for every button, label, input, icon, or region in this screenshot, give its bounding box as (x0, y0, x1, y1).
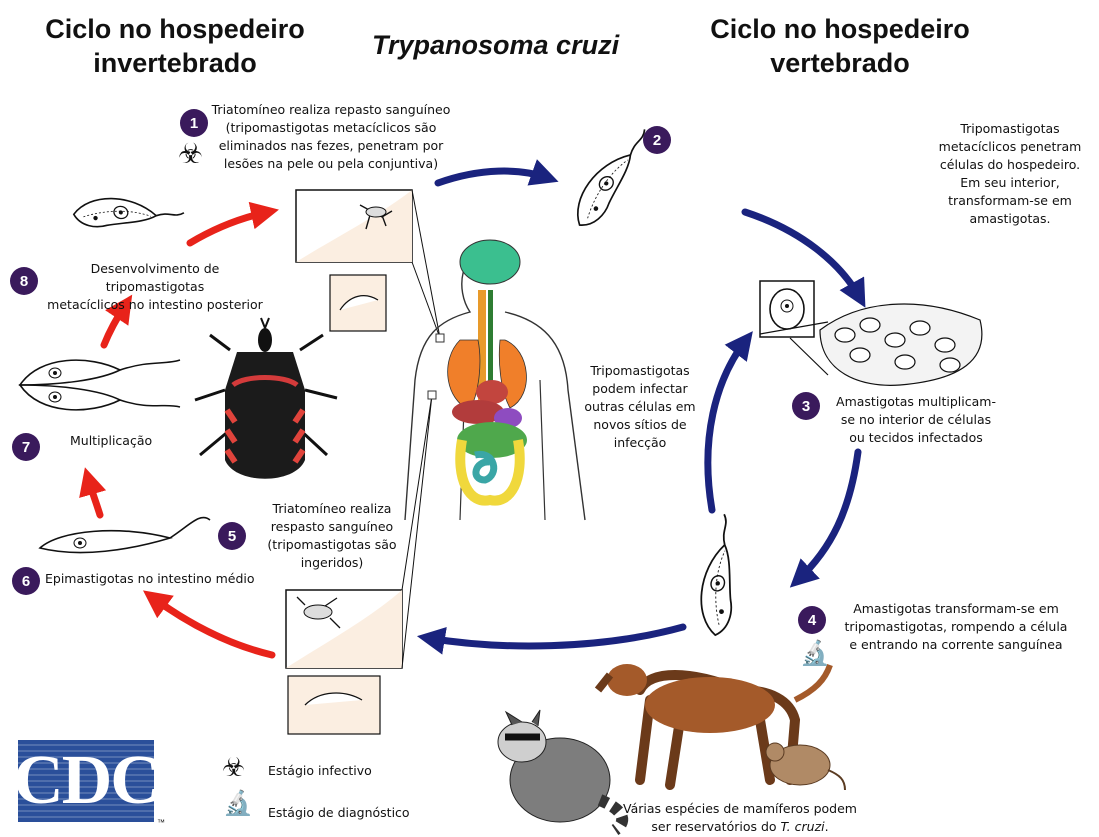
step-2-line: amastigotas. (935, 210, 1085, 228)
step-3-text: Amastigotas multiplicam- se no interior … (826, 393, 1006, 447)
step-6-badge: 6 (12, 567, 40, 595)
step-2-text: Tripomastigotas metacíclicos penetram cé… (935, 120, 1085, 228)
step-2-line: Tripomastigotas (935, 120, 1085, 138)
epimastigote (40, 518, 210, 553)
step-8-badge: 8 (10, 267, 38, 295)
reinfection-line: infecção (575, 434, 705, 452)
reservoir-species: T. cruzi (781, 819, 825, 834)
step-3-line: ou tecidos infectados (826, 429, 1006, 447)
triatomine-bug (195, 318, 337, 479)
reinfection-note: Tripomastigotas podem infectar outras cé… (575, 362, 705, 452)
reinfection-line: novos sítios de (575, 416, 705, 434)
step-1-badge: 1 (180, 109, 208, 137)
step-5-text: Triatomíneo realiza respasto sanguíneo (… (252, 500, 412, 572)
step-5-badge: 5 (218, 522, 246, 550)
reinfection-line: outras células em (575, 398, 705, 416)
raccoon (498, 710, 622, 830)
microscope-icon: 🔬 (800, 642, 830, 666)
step-2-line: Em seu interior, (935, 174, 1085, 192)
step-6-text: Epimastigotas no intestino médio (45, 570, 255, 588)
step-7-badge: 7 (12, 433, 40, 461)
step-5-line: respasto sanguíneo (252, 518, 412, 536)
step-3-line: se no interior de células (826, 411, 1006, 429)
step-1-text: Triatomíneo realiza repasto sanguíneo (t… (206, 101, 456, 173)
step-1-line: (tripomastigotas metacíclicos são (206, 119, 456, 137)
step-4-badge: 4 (798, 606, 826, 634)
step-4-text: Amastigotas transformam-se em tripomasti… (836, 600, 1076, 654)
reinfection-line: podem infectar (575, 380, 705, 398)
step-4-line: tripomastigotas, rompendo a célula (836, 618, 1076, 636)
step-1-line: Triatomíneo realiza repasto sanguíneo (206, 101, 456, 119)
step-2-line: metacíclicos penetram (935, 138, 1085, 156)
metacyclic-trypomastigote-top-left (72, 185, 184, 248)
step-2-badge: 2 (643, 126, 671, 154)
legend-microscope-icon: 🔬 (223, 792, 253, 816)
step-1-line: lesões na pele ou pela conjuntiva) (206, 155, 456, 173)
step-2-line: células do hospedeiro. (935, 156, 1085, 174)
bloodstream-trypomastigote (684, 514, 762, 637)
dividing-epimastigotes (20, 360, 180, 410)
trademark-mark: ™ (157, 818, 165, 827)
step-5-line: ingeridos) (252, 554, 412, 572)
step-1-line: eliminados nas fezes, penetram por (206, 137, 456, 155)
legend-diagnostic-label: Estágio de diagnóstico (268, 804, 410, 822)
cdc-logo: CDC (18, 740, 154, 822)
step-8-line: metacíclicos no intestino posterior (40, 296, 270, 314)
rodent (766, 743, 845, 790)
step-5-line: Triatomíneo realiza (252, 500, 412, 518)
reservoir-line2-prefix: ser reservatórios do (651, 819, 780, 834)
reservoir-line1: Várias espécies de mamíferos podem (605, 800, 875, 818)
biohazard-icon: ☣ (178, 140, 203, 168)
reinfection-line: Tripomastigotas (575, 362, 705, 380)
human-body (405, 240, 585, 520)
reservoir-line2-suffix: . (825, 819, 829, 834)
step-8-text: Desenvolvimento de tripomastigotas metac… (40, 260, 270, 314)
legend-biohazard-icon: ☣ (222, 754, 245, 780)
step-2-line: transformam-se em (935, 192, 1085, 210)
reservoir-note: Várias espécies de mamíferos podem ser r… (605, 800, 875, 836)
legend-infective-label: Estágio infectivo (268, 762, 372, 780)
step-3-line: Amastigotas multiplicam- (826, 393, 1006, 411)
step-4-line: Amastigotas transformam-se em (836, 600, 1076, 618)
step-4-line: e entrando na corrente sanguínea (836, 636, 1076, 654)
reservoir-line2: ser reservatórios do T. cruzi. (605, 818, 875, 836)
step-7-text: Multiplicação (70, 432, 152, 450)
cdc-logo-text: CDC (18, 741, 154, 821)
step-5-line: (tripomastigotas são (252, 536, 412, 554)
step-3-badge: 3 (792, 392, 820, 420)
step-8-line: Desenvolvimento de tripomastigotas (40, 260, 270, 296)
amastigote-inset (760, 281, 814, 337)
bite-inset-top (296, 190, 440, 338)
